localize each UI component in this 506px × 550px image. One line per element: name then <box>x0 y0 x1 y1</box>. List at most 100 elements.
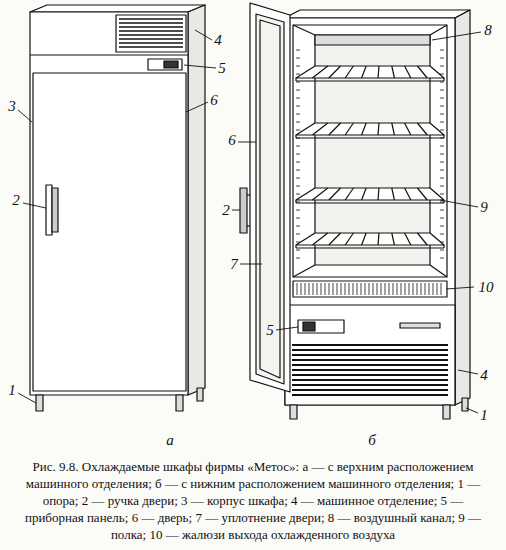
stroke <box>292 359 448 361</box>
shelf <box>296 123 444 135</box>
stroke <box>405 123 411 135</box>
stroke <box>296 226 300 227</box>
cabinet-b <box>240 3 470 419</box>
stroke <box>317 283 318 295</box>
callout-number: 1 <box>480 407 488 423</box>
stroke <box>437 283 438 295</box>
stroke <box>345 188 353 200</box>
stroke <box>443 78 444 81</box>
stroke <box>296 146 300 147</box>
leader-lines <box>18 30 481 413</box>
callout-number: 6 <box>210 92 218 108</box>
stroke <box>440 98 444 99</box>
stroke <box>440 250 444 251</box>
callout-number: 5 <box>266 322 274 338</box>
stroke <box>440 122 444 123</box>
stroke <box>345 66 353 78</box>
callout-number: 8 <box>484 22 492 38</box>
stroke <box>337 283 338 295</box>
stroke <box>440 162 444 163</box>
stroke <box>362 66 367 78</box>
stroke <box>329 188 341 200</box>
stroke <box>440 50 444 51</box>
stroke <box>440 90 444 91</box>
callout-number: 5 <box>218 60 226 76</box>
stroke <box>378 123 379 135</box>
stroke <box>292 394 448 396</box>
figure-caption: Рис. 9.8. Охлаждаемые шкафы фирмы «Метос… <box>18 458 488 543</box>
stroke <box>440 130 444 131</box>
stroke <box>440 218 444 219</box>
stroke <box>296 250 300 251</box>
stroke <box>296 178 300 179</box>
stroke <box>309 283 310 295</box>
stroke <box>296 74 300 75</box>
stroke <box>440 194 444 195</box>
stroke <box>119 22 183 24</box>
stroke <box>440 258 444 259</box>
stroke <box>385 283 386 295</box>
callout-number: 1 <box>8 382 16 398</box>
stroke <box>440 226 444 227</box>
stroke <box>413 283 414 295</box>
stroke <box>417 66 427 78</box>
stroke <box>345 283 346 295</box>
callout-number: 3 <box>8 98 16 114</box>
stroke <box>292 389 448 391</box>
stroke <box>373 283 374 295</box>
stroke <box>296 66 300 67</box>
stroke <box>296 210 300 211</box>
stroke <box>296 186 300 187</box>
stroke <box>405 283 406 295</box>
stroke <box>378 233 379 245</box>
stroke <box>292 349 448 351</box>
stroke <box>301 283 302 295</box>
stroke <box>296 247 444 248</box>
stroke <box>296 218 300 219</box>
callout-number: 2 <box>12 192 20 208</box>
stroke <box>329 283 330 295</box>
stroke <box>292 354 448 356</box>
view-letter: а <box>166 432 174 448</box>
stroke <box>440 186 444 187</box>
stroke <box>119 42 183 44</box>
cabinet-a <box>30 5 205 411</box>
stroke <box>433 283 434 295</box>
stroke <box>392 66 395 78</box>
stroke <box>292 344 448 346</box>
view-letter: б <box>368 432 376 448</box>
stroke <box>296 137 444 138</box>
stroke <box>296 170 300 171</box>
stroke <box>429 283 430 295</box>
stroke <box>440 66 444 67</box>
stroke <box>417 283 418 295</box>
stroke <box>392 123 395 135</box>
stroke <box>292 364 448 366</box>
callout-number: 2 <box>222 202 230 218</box>
stroke <box>296 122 300 123</box>
stroke <box>295 200 296 203</box>
stroke <box>440 234 444 235</box>
stroke <box>353 283 354 295</box>
stroke <box>440 82 444 83</box>
stroke <box>296 58 300 59</box>
stroke <box>397 283 398 295</box>
callout-number: 10 <box>479 279 494 295</box>
stroke <box>296 82 300 83</box>
stroke <box>421 283 422 295</box>
stroke <box>381 283 382 295</box>
stroke <box>292 369 448 371</box>
stroke <box>393 283 394 295</box>
stroke <box>409 283 410 295</box>
stroke <box>292 384 448 386</box>
stroke <box>440 170 444 171</box>
stroke <box>296 106 300 107</box>
stroke <box>361 283 362 295</box>
stroke <box>377 283 378 295</box>
stroke <box>405 188 411 200</box>
stroke <box>378 188 379 200</box>
stroke <box>312 123 327 135</box>
stroke <box>296 202 444 203</box>
stroke <box>296 80 444 81</box>
stroke <box>329 123 341 135</box>
